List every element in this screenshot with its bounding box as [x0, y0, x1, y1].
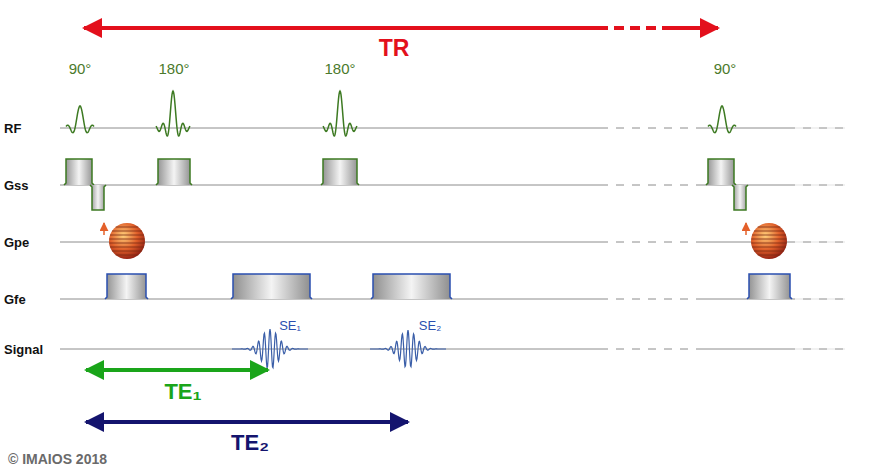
spin-echo	[232, 329, 308, 368]
phase-stripe	[116, 227, 139, 228]
row-label: Gpe	[4, 236, 29, 249]
phase-stripe	[110, 235, 144, 236]
te1-arrow	[86, 368, 268, 372]
baseline	[700, 349, 845, 350]
gradient-lobe	[371, 274, 452, 299]
gradient-lobe	[747, 274, 792, 299]
phase-encoding-symbol	[751, 223, 787, 259]
tr-arrow	[672, 26, 718, 30]
gradient-lobe	[321, 159, 359, 185]
gradient-lobe	[732, 185, 748, 210]
te2-arrow	[86, 420, 408, 424]
phase-stripe	[754, 231, 784, 232]
flip-angle: 180°	[158, 61, 189, 76]
flip-angle: 90°	[69, 61, 92, 76]
gradient-lobe	[64, 159, 94, 185]
phase-stripe	[752, 235, 786, 236]
spin-echo	[370, 330, 446, 367]
rf-pulse	[708, 106, 736, 133]
baseline-gap	[795, 127, 845, 129]
baseline	[700, 128, 845, 129]
baseline-gap	[795, 184, 845, 186]
phase-stripe	[112, 251, 142, 252]
baseline-gap	[795, 348, 845, 350]
rf-pulse	[66, 106, 94, 133]
phase-stripe	[752, 247, 786, 248]
echo-label: SE₁	[279, 319, 301, 332]
phase-stripe	[110, 247, 144, 248]
baseline-gap	[795, 241, 845, 243]
baseline	[60, 349, 600, 350]
gradient-lobe	[231, 274, 312, 299]
tr-label: TR	[379, 37, 410, 60]
rf-pulse	[323, 91, 357, 136]
phase-stripe	[116, 255, 139, 256]
echo-label: SE₂	[419, 319, 441, 332]
phase-stripe	[109, 243, 145, 244]
phase-stripe	[758, 227, 781, 228]
gradient-lobe	[90, 185, 106, 210]
gradient-lobe	[105, 274, 148, 299]
gradient-lobe	[156, 159, 192, 185]
row-label: Signal	[4, 343, 43, 356]
row-label: Gfe	[4, 293, 26, 306]
phase-stripe	[751, 243, 787, 244]
phase-encoding-symbol	[109, 223, 145, 259]
tr-arrow-dashed	[598, 26, 672, 30]
phase-stripe	[751, 239, 787, 240]
gradient-lobe	[706, 159, 736, 185]
phase-stripe	[754, 251, 784, 252]
baseline-dashed	[600, 242, 700, 243]
row-label: RF	[4, 122, 21, 135]
phase-arrow	[103, 223, 105, 235]
copyright-watermark: © IMAIOS 2018	[8, 452, 107, 466]
flip-angle: 180°	[324, 61, 355, 76]
te-label: TE₁	[164, 381, 201, 403]
phase-stripe	[112, 231, 142, 232]
rf-pulse	[156, 91, 190, 136]
baseline-dashed	[600, 299, 700, 300]
phase-stripe	[109, 239, 145, 240]
phase-stripe	[758, 255, 781, 256]
baseline-dashed	[600, 349, 700, 350]
flip-angle: 90°	[714, 61, 737, 76]
baseline-gap	[795, 298, 845, 300]
tr-arrow	[84, 26, 598, 30]
phase-arrow	[745, 223, 747, 235]
baseline-dashed	[600, 185, 700, 186]
te-label: TE₂	[231, 432, 269, 454]
baseline	[60, 128, 600, 129]
baseline-dashed	[600, 128, 700, 129]
row-label: Gss	[4, 179, 29, 192]
